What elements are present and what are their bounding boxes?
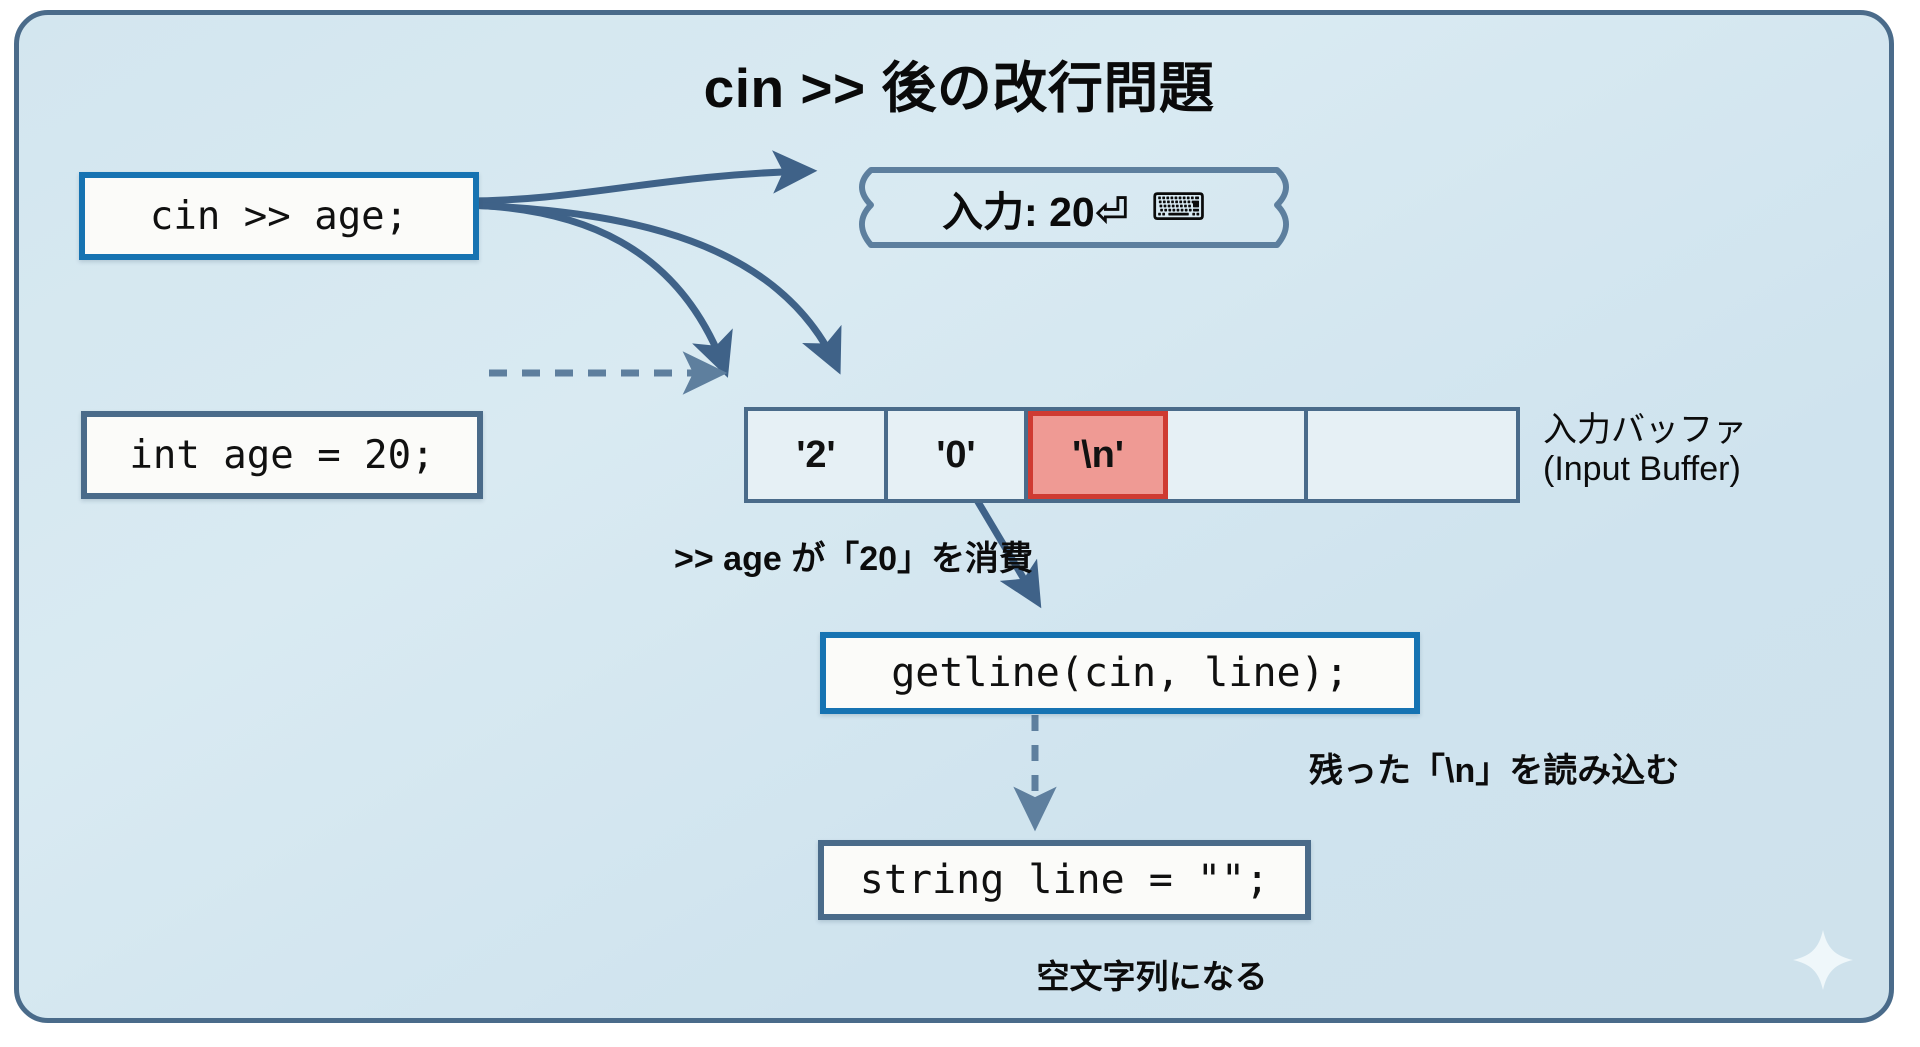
buffer-cell-newline: '\n' [1028,411,1168,499]
sparkle-icon [1793,930,1853,990]
buffer-label: 入力バッファ (Input Buffer) [1543,411,1747,490]
input-buffer: '2' '0' '\n' [744,407,1520,503]
code-box-int-decl: int age = 20; [81,411,483,499]
input-bubble-shape [859,167,1289,248]
input-bubble-content: 入力: 20⏎ ⌨ [841,165,1307,250]
input-bubble: 入力: 20⏎ ⌨ [841,165,1307,250]
buffer-cell [1308,411,1516,499]
caption-empty-string: 空文字列になる [1036,958,1268,995]
input-bubble-label: 入力: 20⏎ [942,188,1130,235]
arrow-cin-to-input [465,150,818,205]
buffer-label-jp: 入力バッファ [1543,411,1747,449]
buffer-cell [1168,411,1308,499]
diagram-panel: buffer --> string box --> cin >> 後の改行問題 … [14,10,1894,1023]
arrow-cin-to-cell-2 [465,201,733,378]
page-title: cin >> 後の改行問題 [703,57,1215,119]
arrow-cin-to-cell-0 [465,201,842,375]
buffer-cell: '2' [748,411,888,499]
keyboard-icon: ⌨ [1151,186,1206,229]
code-box-string-decl: string line = ""; [818,840,1311,920]
caption-consume: >> age が「20」を消費 [674,540,1034,578]
buffer-cell: '0' [888,411,1028,499]
code-box-getline-call: getline(cin, line); [820,632,1420,714]
code-box-cin-read: cin >> age; [79,172,479,260]
caption-leftover: 残った「\n」を読み込む [1309,752,1680,790]
buffer-label-en: (Input Buffer) [1543,450,1741,489]
